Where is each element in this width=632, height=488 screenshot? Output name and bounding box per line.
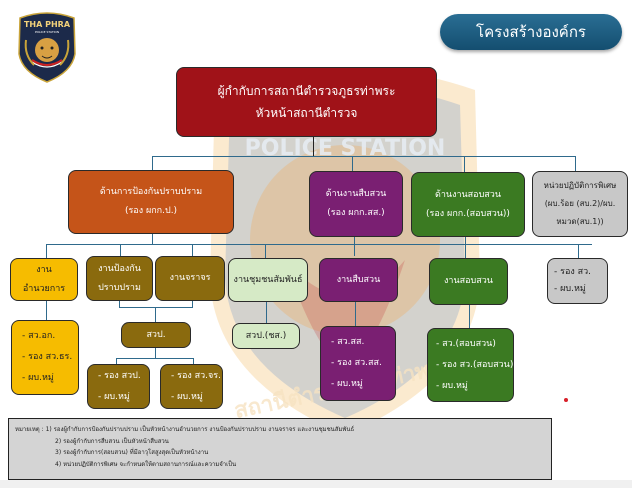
division-label: ด้านการป้องกันปราบปราม — [99, 187, 203, 197]
division-label: ด้านงานสืบสวน — [325, 189, 387, 199]
connector-line — [120, 244, 121, 256]
unit-label: งานสอบสวน — [444, 276, 493, 286]
unit-label: งานสืบสวน — [336, 274, 381, 285]
staff-item: - ผบ.หมู่ — [554, 284, 586, 294]
connector-line — [152, 233, 153, 245]
division-head: (รอง ผกก.(สอบสวน)) — [426, 208, 510, 219]
connector-line — [265, 244, 266, 258]
connector-line — [46, 244, 47, 258]
connector-line — [116, 358, 194, 359]
unit-special-ops-staff: - รอง สว. - ผบ.หมู่ — [547, 258, 608, 304]
chief-subtitle: หัวหน้าสถานีตำรวจ — [255, 106, 358, 120]
connector-line — [193, 358, 194, 364]
staff-item: - สว.(สอบสวน) — [436, 338, 496, 349]
unit-label: งานป้องกัน — [98, 263, 141, 274]
unit-label: สวป. — [146, 329, 166, 340]
connector-line — [119, 307, 193, 308]
connector-line — [155, 348, 156, 358]
connector-line — [464, 156, 465, 172]
connector-line — [46, 244, 592, 245]
chief-box: ผู้กำกับการสถานีตำรวจภูธรท่าพระ หัวหน้าส… — [176, 67, 437, 137]
unit-label: งานชุมชนสัมพันธ์ — [233, 274, 303, 285]
note-item: 2) รองผู้กำกับการสืบสวน เป็นหัวหน้าสืบสว… — [55, 437, 169, 445]
connector-line — [352, 156, 353, 176]
unit-label: ปราบปราม — [98, 282, 141, 293]
svg-text:POLICE STATION: POLICE STATION — [35, 30, 59, 34]
connector-line — [266, 301, 267, 323]
staff-item: - ผบ.หมู่ — [436, 380, 468, 391]
red-dot-marker — [564, 398, 568, 402]
staff-item: - ผบ.หมู่ — [331, 379, 363, 389]
unit-inquiry: งานสอบสวน — [429, 258, 508, 305]
division-head: หมวด(สบ.1)) — [556, 217, 604, 226]
bottom-strip — [0, 480, 632, 488]
connector-line — [578, 244, 579, 258]
unit-administration: งาน อำนวยการ — [10, 258, 78, 301]
watermark-top-text: POLICE STATION — [245, 136, 446, 161]
staff-item: - รอง สว.ธร. — [22, 352, 73, 362]
connector-line — [192, 300, 193, 308]
connector-line — [355, 302, 356, 326]
unit-traffic: งานจราจร — [155, 256, 225, 301]
unit-crime-prevention: งานป้องกัน ปราบปราม — [86, 256, 153, 301]
division-investigation: ด้านงานสืบสวน (รอง ผกก.สส.) — [309, 171, 403, 237]
connector-line — [116, 358, 117, 364]
staff-item: - รอง สว.(สอบสวน) — [436, 359, 514, 370]
staff-item: - สว.สส. — [331, 337, 365, 347]
unit-label: สวป.(ชส.) — [245, 330, 287, 341]
staff-item: - รอง สวป. — [98, 370, 141, 381]
inquiry-staff-box: - สว.(สอบสวน) - รอง สว.(สอบสวน) - ผบ.หมู… — [427, 328, 514, 402]
connector-line — [152, 156, 153, 170]
division-inquiry: ด้านงานสอบสวน (รอง ผกก.(สอบสวน)) — [411, 172, 525, 237]
connector-line — [155, 307, 156, 322]
connector-line — [46, 300, 47, 320]
staff-item: - รอง สว. — [554, 267, 592, 277]
staff-item: - สว.อก. — [22, 331, 56, 341]
division-prevention: ด้านการป้องกันปราบปราม (รอง ผกก.ป.) — [68, 170, 234, 234]
patrol-head-box: สวป. — [121, 322, 191, 348]
note-row: หมายเหตุ : 1) รองผู้กำกับการป้องกันปราบป… — [15, 424, 545, 436]
connector-line — [465, 232, 466, 260]
unit-community-relations: งานชุมชนสัมพันธ์ — [228, 258, 308, 302]
unit-investigation: งานสืบสวน — [319, 258, 398, 302]
staff-item: - ผบ.หมู่ — [171, 391, 203, 402]
investigation-staff-box: - สว.สส. - รอง สว.สส. - ผบ.หมู่ — [320, 326, 396, 401]
connector-line — [313, 136, 314, 157]
patrol-staff-box: - รอง สวป. - ผบ.หมู่ — [87, 364, 150, 409]
connector-line — [469, 305, 470, 329]
connector-line — [575, 156, 576, 171]
unit-label: งาน — [36, 264, 52, 275]
admin-staff-box: - สว.อก. - รอง สว.ธร. - ผบ.หมู่ — [11, 320, 79, 395]
division-head: (รอง ผกก.ป.) — [124, 206, 178, 216]
staff-item: - ผบ.หมู่ — [22, 373, 54, 383]
tha-phra-police-logo: THA PHRA POLICE STATION — [18, 12, 76, 83]
connector-line — [354, 230, 355, 256]
notes-label: หมายเหตุ : — [15, 426, 44, 433]
unit-label: งานจราจร — [169, 273, 211, 283]
traffic-staff-box: - รอง สว.จร. - ผบ.หมู่ — [160, 364, 223, 409]
svg-text:THA PHRA: THA PHRA — [24, 20, 71, 29]
division-head: (รอง ผกก.สส.) — [327, 208, 385, 218]
staff-item: - รอง สว.จร. — [171, 370, 221, 381]
connector-line — [192, 244, 193, 256]
connector-line — [152, 156, 576, 157]
community-head-box: สวป.(ชส.) — [232, 323, 300, 349]
unit-label: อำนวยการ — [22, 283, 66, 294]
org-structure-title: โครงสร้างองค์กร — [440, 14, 622, 50]
note-item: 4) หน่วยปฏิบัติการพิเศษ จะกำหนดให้ตามสถา… — [55, 460, 237, 468]
staff-item: - ผบ.หมู่ — [98, 391, 130, 402]
division-label: ด้านงานสอบสวน — [435, 189, 501, 200]
division-special-ops: หน่วยปฏิบัติการพิเศษ (ผบ.ร้อย (สบ.2)/ผบ.… — [532, 171, 628, 237]
division-label: หน่วยปฏิบัติการพิเศษ — [543, 181, 617, 190]
note-item: 3) รองผู้กำกับการ(สอบสวน) ที่มีอาวุโสสูง… — [55, 449, 209, 456]
division-head: (ผบ.ร้อย (สบ.2)/ผบ. — [544, 199, 616, 208]
staff-item: - รอง สว.สส. — [331, 358, 382, 368]
notes-box: หมายเหตุ : 1) รองผู้กำกับการป้องกันปราบป… — [8, 418, 552, 480]
chief-title: ผู้กำกับการสถานีตำรวจภูธรท่าพระ — [217, 84, 396, 98]
note-item: 1) รองผู้กำกับการป้องกันปราบปราม เป็นหัว… — [45, 426, 355, 433]
connector-line — [119, 300, 120, 308]
